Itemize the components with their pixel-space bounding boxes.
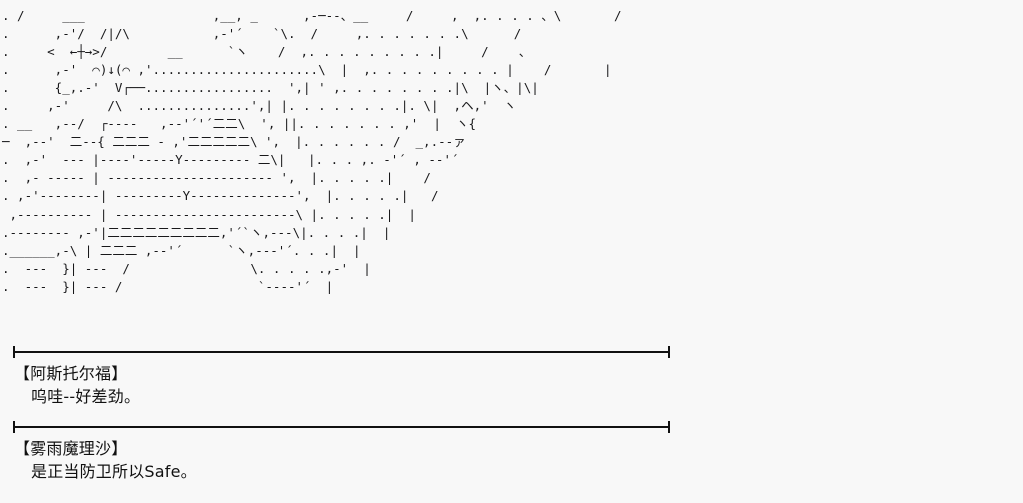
divider-right-cap [668, 421, 670, 433]
speaker-name-1: 【阿斯托尔福】 [14, 364, 128, 383]
divider-bottom [13, 421, 670, 433]
divider-rule [13, 351, 670, 353]
speaker-name-2: 【雾雨魔理沙】 [14, 439, 128, 458]
dialogue-block-1: 【阿斯托尔福】 呜哇--好差劲。 [14, 362, 814, 408]
divider-right-cap [668, 346, 670, 358]
divider-rule [13, 426, 670, 428]
dialogue-line-1: 呜哇--好差劲。 [31, 387, 141, 406]
divider-top [13, 346, 670, 358]
dialogue-block-2: 【雾雨魔理沙】 是正当防卫所以Safe。 [14, 437, 814, 483]
scene-ascii-art: . / ___ ,__, _ ,-─--、__ / , ,. . . . 、\ … [2, 7, 622, 294]
dialogue-line-2: 是正当防卫所以Safe。 [31, 462, 197, 481]
